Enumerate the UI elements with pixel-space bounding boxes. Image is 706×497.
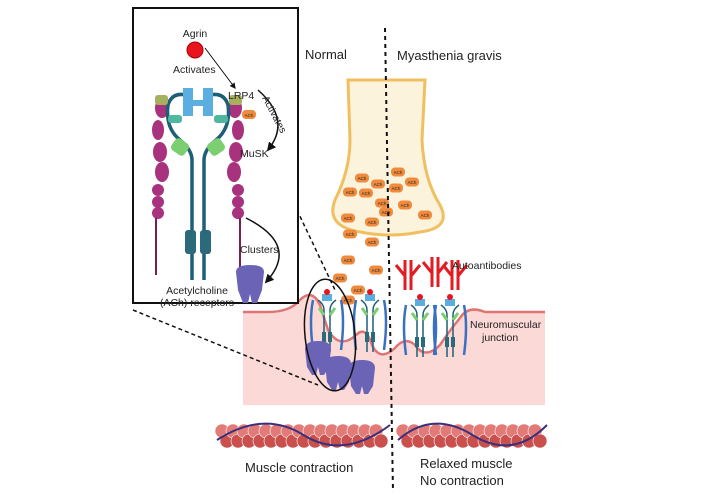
ach-molecule: ACh — [343, 229, 357, 239]
ach-label: ACh — [344, 298, 353, 303]
ach-label: ACh — [382, 210, 391, 215]
ach-molecule: ACh — [343, 187, 357, 197]
ach-label: ACh — [368, 240, 377, 245]
myasthenia-gravis-label: Myasthenia gravis — [397, 48, 502, 63]
zoom-line-top — [296, 209, 336, 291]
ach-label: ACh — [344, 258, 353, 263]
relaxed-muscle-label: Relaxed muscle — [420, 456, 513, 471]
membrane-receptor-complexes — [309, 289, 468, 357]
ach-receptor-channel — [325, 356, 351, 390]
ach-molecule: ACh — [365, 217, 379, 227]
ach-label: ACh — [358, 176, 367, 181]
muscle-fibers — [214, 422, 548, 449]
no-contraction-label: No contraction — [420, 473, 504, 488]
ach-molecule: ACh — [341, 255, 355, 265]
ach-label: ACh — [346, 190, 355, 195]
ach-molecule: ACh — [341, 213, 355, 223]
ach-label: ACh — [394, 170, 403, 175]
agrin-label: Agrin — [183, 28, 208, 40]
ach-molecule: ACh — [359, 188, 373, 198]
antibody-icon — [394, 260, 422, 290]
ach-label: ACh — [372, 268, 381, 273]
ach-molecule: ACh — [365, 237, 379, 247]
ach-molecule: ACh — [418, 210, 432, 220]
ach-label: ACh — [362, 191, 371, 196]
mechanism-inset: ACh Agrin Activates LRP4 Activates MuSK … — [132, 7, 299, 309]
ach-label: ACh — [408, 180, 417, 185]
ach-label: ACh — [392, 186, 401, 191]
musk-label: MuSK — [240, 148, 269, 160]
ach-label-inset: ACh — [245, 113, 254, 118]
divider-dashed-line — [384, 27, 394, 493]
ach-molecule: ACh — [341, 295, 355, 305]
ach-molecule: ACh — [391, 167, 405, 177]
ach-label: ACh — [378, 201, 387, 206]
zoom-highlight-ellipse — [303, 278, 357, 392]
lrp4-musk-complex — [432, 294, 468, 357]
antibody-icon — [441, 260, 469, 290]
lrp4-label: LRP4 — [228, 90, 254, 102]
lrp4-musk-complex — [309, 289, 345, 352]
clusters-label: Clusters — [240, 244, 279, 256]
ach-label: ACh — [368, 220, 377, 225]
ach-label: ACh — [421, 213, 430, 218]
autoantibodies-label: Autoantibodies — [452, 260, 521, 272]
ach-label: ACh — [336, 276, 345, 281]
muscle-fiber-relaxed — [395, 422, 548, 449]
muscle-membrane — [243, 293, 545, 405]
ach-molecule: ACh — [398, 200, 412, 210]
musk-stems — [165, 92, 231, 280]
lrp4-arms — [152, 98, 244, 219]
muscle-contraction-label: Muscle contraction — [245, 460, 353, 475]
ach-receptors-label-line2: (ACh) receptors — [160, 297, 234, 309]
agrin-icon — [186, 41, 204, 59]
ach-label: ACh — [374, 182, 383, 187]
zoom-line-bottom — [132, 309, 319, 386]
ach-molecule — [242, 110, 256, 119]
antibody-icon — [421, 257, 449, 287]
ach-molecule: ACh — [389, 183, 403, 193]
ach-molecule: ACh — [375, 198, 389, 208]
ach-receptor-channel — [349, 360, 375, 394]
ach-receptor-icon — [236, 265, 264, 303]
ach-molecule: ACh — [351, 285, 365, 295]
muscle-fiber-contracted — [214, 422, 391, 449]
ach-molecule: ACh — [355, 173, 369, 183]
ach-molecule: ACh — [333, 273, 347, 283]
ach-molecule: ACh — [379, 207, 393, 217]
ach-molecule: ACh — [371, 179, 385, 189]
ach-label: ACh — [401, 203, 410, 208]
ach-label: ACh — [354, 288, 363, 293]
ach-label: ACh — [346, 232, 355, 237]
neuromuscular-junction-label-line1: Neuromuscular — [470, 319, 542, 331]
ach-label: ACh — [344, 216, 353, 221]
neuromuscular-junction-label-line2: junction — [481, 332, 518, 344]
ach-molecule: ACh — [405, 177, 419, 187]
normal-label: Normal — [305, 47, 347, 62]
activates-label-1: Activates — [173, 64, 216, 76]
ach-molecule: ACh — [369, 265, 383, 275]
autoantibodies-group — [394, 257, 469, 290]
ach-receptors-label-line1: Acetylcholine — [166, 285, 228, 297]
